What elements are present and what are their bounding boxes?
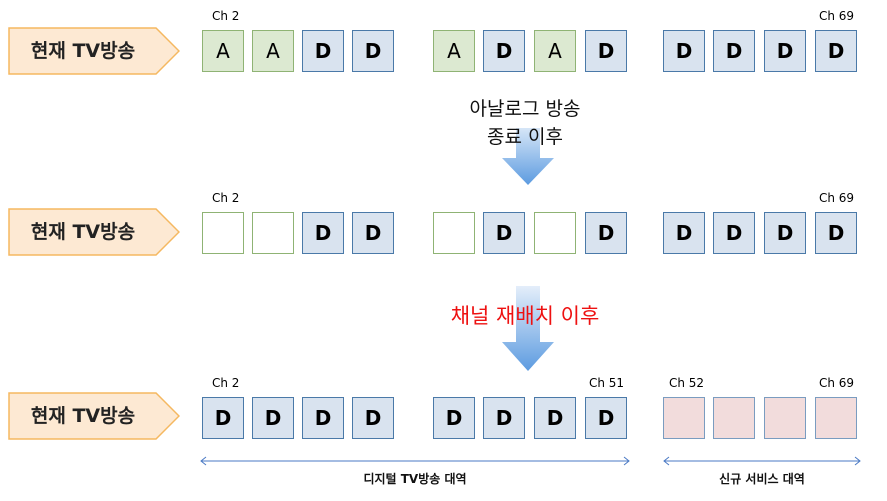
step-channel-relocation: 채널 재배치 이후 — [450, 304, 600, 328]
channel-box-digital: D — [483, 212, 525, 254]
channel-box-digital: D — [202, 397, 244, 439]
digital-band-range-arrow — [200, 456, 630, 466]
down-arrow-icon — [502, 128, 554, 185]
channel-box-analog: A — [252, 30, 294, 72]
chevron-label-shape — [8, 208, 180, 256]
channel-box-analog: A — [202, 30, 244, 72]
channel-digital-end-label: Ch 51 — [589, 376, 625, 390]
channel-box-new-service — [713, 397, 755, 439]
channel-box-new-service — [663, 397, 705, 439]
new-service-band-label: 신규 서비스 대역 — [719, 472, 805, 486]
channel-start-label: Ch 2 — [212, 376, 240, 390]
channel-box-digital: D — [764, 30, 806, 72]
channel-end-label: Ch 69 — [819, 376, 855, 390]
channel-box-digital: D — [483, 397, 525, 439]
channel-box-digital: D — [815, 212, 857, 254]
channel-start-label: Ch 2 — [212, 191, 240, 205]
channel-box-digital: D — [302, 212, 344, 254]
channel-box-digital: D — [352, 212, 394, 254]
channel-box-empty — [433, 212, 475, 254]
channel-box-empty — [202, 212, 244, 254]
channel-box-digital: D — [585, 30, 627, 72]
step-analog-end-line2: 종료 이후 — [487, 126, 563, 148]
channel-box-digital: D — [663, 30, 705, 72]
row-label: 현재 TV방송 — [8, 208, 180, 256]
channel-box-digital: D — [764, 212, 806, 254]
channel-box-digital: D — [483, 30, 525, 72]
row-label: 현재 TV방송 — [8, 27, 180, 75]
channel-box-digital: D — [352, 397, 394, 439]
channel-box-digital: D — [815, 30, 857, 72]
channel-new-start-label: Ch 52 — [669, 376, 705, 390]
new-service-band-range-arrow — [663, 456, 861, 466]
chevron-label-shape — [8, 392, 180, 440]
down-arrow-icon — [502, 286, 554, 371]
channel-box-digital: D — [534, 397, 576, 439]
channel-box-digital: D — [252, 397, 294, 439]
channel-box-analog: A — [433, 30, 475, 72]
step-analog-end: 아날로그 방송 종료 이후 — [440, 95, 610, 151]
channel-box-empty — [252, 212, 294, 254]
channel-end-label: Ch 69 — [819, 191, 855, 205]
channel-box-analog: A — [534, 30, 576, 72]
channel-box-digital: D — [585, 212, 627, 254]
channel-box-digital: D — [302, 30, 344, 72]
channel-box-new-service — [764, 397, 806, 439]
channel-end-label: Ch 69 — [819, 9, 855, 23]
channel-box-digital: D — [663, 212, 705, 254]
channel-box-digital: D — [585, 397, 627, 439]
step-analog-end-line1: 아날로그 방송 — [469, 98, 581, 120]
channel-box-digital: D — [352, 30, 394, 72]
channel-box-digital: D — [302, 397, 344, 439]
channel-start-label: Ch 2 — [212, 9, 240, 23]
channel-box-new-service — [815, 397, 857, 439]
channel-box-empty — [534, 212, 576, 254]
channel-box-digital: D — [713, 30, 755, 72]
channel-box-digital: D — [713, 212, 755, 254]
row-label-text: 현재 TV방송 — [30, 40, 136, 62]
chevron-label-shape — [8, 27, 180, 75]
channel-box-digital: D — [433, 397, 475, 439]
row-label-text: 현재 TV방송 — [30, 221, 136, 243]
row-label-text: 현재 TV방송 — [30, 405, 136, 427]
digital-band-label: 디지털 TV방송 대역 — [363, 472, 467, 486]
row-label: 현재 TV방송 — [8, 392, 180, 440]
